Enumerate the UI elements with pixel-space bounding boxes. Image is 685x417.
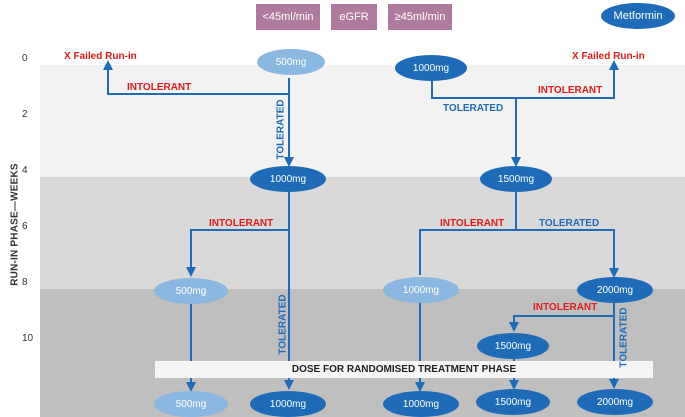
dose-left-1000: 1000mg bbox=[250, 166, 326, 192]
dose-right-1500: 1500mg bbox=[480, 166, 552, 192]
tick-8: 8 bbox=[22, 277, 28, 288]
band-weeks-4-8 bbox=[40, 177, 685, 289]
intolerant-label-top-right: INTOLERANT bbox=[538, 85, 603, 96]
intolerant-label-lower-right: INTOLERANT bbox=[533, 302, 598, 313]
tick-10: 10 bbox=[22, 333, 34, 344]
dose-right-1000: 1000mg bbox=[383, 277, 459, 303]
failed-run-in-right: X Failed Run-in bbox=[572, 51, 645, 62]
path-right-1000-to-fail bbox=[431, 60, 619, 99]
tick-2: 2 bbox=[22, 109, 28, 120]
final-dose-1500: 1500mg bbox=[476, 389, 550, 415]
final-dose-1000-right: 1000mg bbox=[383, 391, 459, 417]
legend-low-egfr: <45ml/min bbox=[256, 4, 320, 30]
dose-right-2000: 2000mg bbox=[577, 277, 653, 303]
final-dose-1000-left: 1000mg bbox=[250, 391, 326, 417]
path-left-1000-to-500 bbox=[186, 190, 290, 277]
path-left-500-to-fail bbox=[103, 60, 290, 95]
dose-right-1500-week10: 1500mg bbox=[477, 333, 549, 359]
band-weeks-8-12 bbox=[40, 289, 685, 417]
dose-right-start-1000: 1000mg bbox=[395, 55, 467, 81]
tolerated-label-mid-right: TOLERATED bbox=[539, 218, 600, 229]
randomised-dose-banner: DOSE FOR RANDOMISED TREATMENT PHASE bbox=[155, 361, 653, 378]
path-right-1500-split bbox=[419, 229, 619, 278]
legend-egfr: eGFR bbox=[331, 4, 377, 30]
failed-run-in-left: X Failed Run-in bbox=[64, 51, 137, 62]
intolerant-label-top-left: INTOLERANT bbox=[127, 82, 192, 93]
tick-6: 6 bbox=[22, 221, 28, 232]
band-weeks-0-4 bbox=[40, 65, 685, 177]
final-dose-500: 500mg bbox=[154, 391, 228, 417]
tolerated-label-top-right: TOLERATED bbox=[443, 103, 504, 114]
final-dose-2000: 2000mg bbox=[577, 389, 653, 415]
dose-left-500: 500mg bbox=[154, 278, 228, 304]
tick-0: 0 bbox=[22, 53, 28, 64]
legend-metformin: Metformin bbox=[601, 3, 675, 29]
legend-high-egfr: ≥45ml/min bbox=[388, 4, 452, 30]
path-right-2000-to-1500 bbox=[509, 302, 615, 332]
intolerant-label-mid-left: INTOLERANT bbox=[209, 218, 274, 229]
tick-4: 4 bbox=[22, 165, 28, 176]
tolerated-label-left-lower-vertical: TOLERATED bbox=[277, 294, 289, 355]
tolerated-label-right-vertical: TOLERATED bbox=[618, 307, 630, 368]
intolerant-label-mid-right: INTOLERANT bbox=[440, 218, 505, 229]
dose-left-start-500: 500mg bbox=[257, 49, 325, 75]
tolerated-label-left-vertical: TOLERATED bbox=[275, 99, 287, 160]
